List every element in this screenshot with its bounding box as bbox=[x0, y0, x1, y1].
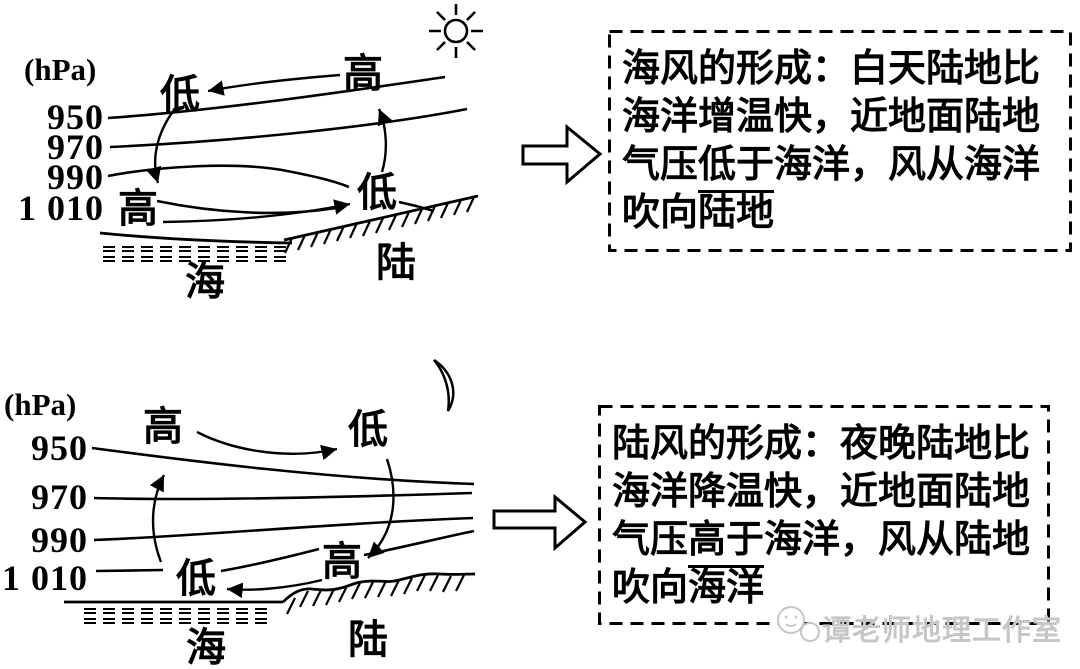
note-text: 气压 bbox=[612, 519, 689, 561]
aloft-high-label: 高 bbox=[143, 404, 183, 449]
note-text: 海洋降温快，近地面陆地 bbox=[612, 471, 1031, 513]
isobar-tick-950: 950 bbox=[47, 97, 104, 137]
isobar-tick-970: 970 bbox=[31, 477, 88, 517]
sea-water-dashes bbox=[84, 608, 274, 624]
isobar-990-line bbox=[93, 516, 474, 542]
isobar-990-line bbox=[107, 164, 350, 189]
aloft-wind-arrow bbox=[207, 73, 341, 96]
block-arrow-top bbox=[521, 123, 603, 186]
note-line-3: 气压高于海洋，风从陆地 bbox=[612, 516, 1050, 568]
isobar-950-line bbox=[91, 446, 475, 486]
surface-wind-arrow bbox=[226, 578, 323, 599]
watermark-logo-icon bbox=[777, 606, 820, 642]
note-text: 吹向海洋 bbox=[612, 567, 765, 609]
land-label: 陆 bbox=[376, 240, 416, 285]
sun-icon bbox=[429, 4, 483, 58]
note-underlined-text: 高于 bbox=[688, 519, 765, 568]
note-text: 气压 bbox=[622, 144, 699, 186]
sinking-air-arrow bbox=[146, 109, 175, 184]
note-text: 陆风的形成：夜晚陆地比 bbox=[612, 423, 1031, 465]
sinking-air-arrow bbox=[367, 458, 395, 559]
note-underlined-text: 低于 bbox=[698, 144, 775, 193]
land-surface-line bbox=[282, 572, 476, 603]
isobar-tick-950: 950 bbox=[31, 428, 88, 468]
sea-label: 海 bbox=[186, 625, 226, 669]
aloft-wind-arrow bbox=[196, 430, 338, 461]
moon-icon bbox=[433, 358, 455, 412]
surface-low-label: 低 bbox=[176, 556, 216, 601]
surface-high-label: 高 bbox=[322, 539, 362, 584]
note-box-bottom-border bbox=[598, 405, 1050, 625]
surface-high-label: 高 bbox=[118, 186, 158, 231]
note-box-top-border bbox=[608, 30, 1072, 252]
note-text: 海洋，风从陆地 bbox=[764, 519, 1031, 561]
isobar-1010-line-left bbox=[95, 568, 164, 573]
watermark-text: 谭老师地理工作室 bbox=[822, 615, 1063, 647]
sea-surface-line bbox=[99, 231, 293, 245]
surface-low-label: 低 bbox=[357, 170, 397, 215]
isobar-tick-990: 990 bbox=[31, 520, 88, 560]
isobar-tick-990: 990 bbox=[47, 157, 104, 197]
note-text: 海洋增温快，近地面陆地 bbox=[622, 96, 1041, 138]
aloft-high-label: 高 bbox=[343, 51, 383, 96]
land-label: 陆 bbox=[348, 617, 388, 662]
land-breeze-diagram bbox=[64, 358, 476, 624]
isobar-tick-1010: 1 010 bbox=[18, 188, 104, 228]
isobar-970-line bbox=[93, 491, 473, 501]
rising-air-arrow bbox=[377, 108, 393, 173]
note-text: 海风的形成：白天陆地比 bbox=[622, 48, 1041, 90]
note-text: 吹向陆地 bbox=[622, 192, 775, 234]
isobar-970-line bbox=[109, 107, 468, 149]
block-arrow-bottom bbox=[492, 493, 588, 552]
note-line-2: 海洋降温快，近地面陆地 bbox=[612, 468, 1050, 516]
land-hatching bbox=[286, 574, 465, 615]
note-line-4: 吹向陆地 bbox=[622, 189, 1072, 237]
aloft-low-label: 低 bbox=[160, 72, 200, 117]
note-text: 海洋，风从海洋 bbox=[774, 144, 1041, 186]
isobar-tick-1010: 1 010 bbox=[2, 558, 88, 598]
note-line-3: 气压低于海洋，风从海洋 bbox=[622, 141, 1072, 193]
isobar-950-line bbox=[107, 75, 446, 120]
land-surface-line bbox=[283, 194, 479, 242]
isobar-1010-line-right bbox=[398, 200, 435, 213]
sea-breeze-note: 海风的形成：白天陆地比 海洋增温快，近地面陆地 气压低于海洋，风从海洋 吹向陆地 bbox=[608, 30, 1072, 252]
aloft-low-label: 低 bbox=[348, 407, 388, 452]
note-line-1: 陆风的形成：夜晚陆地比 bbox=[612, 420, 1050, 468]
isobar-1010-line-middle bbox=[220, 547, 320, 573]
note-line-4: 吹向海洋 bbox=[612, 564, 1050, 612]
land-breeze-note: 陆风的形成：夜晚陆地比 海洋降温快，近地面陆地 气压高于海洋，风从陆地 吹向海洋 bbox=[598, 405, 1050, 625]
sea-label: 海 bbox=[185, 259, 225, 304]
note-line-1: 海风的形成：白天陆地比 bbox=[622, 45, 1072, 93]
land-hatching bbox=[284, 196, 475, 254]
sea-breeze-diagram bbox=[99, 4, 483, 262]
pressure-unit-label: (hPa) bbox=[4, 387, 77, 422]
surface-wind-arrow bbox=[162, 199, 351, 224]
isobar-tick-970: 970 bbox=[47, 127, 104, 167]
pressure-unit-label: (hPa) bbox=[24, 52, 97, 87]
note-line-2: 海洋增温快，近地面陆地 bbox=[622, 93, 1072, 141]
rising-air-arrow bbox=[149, 474, 166, 563]
